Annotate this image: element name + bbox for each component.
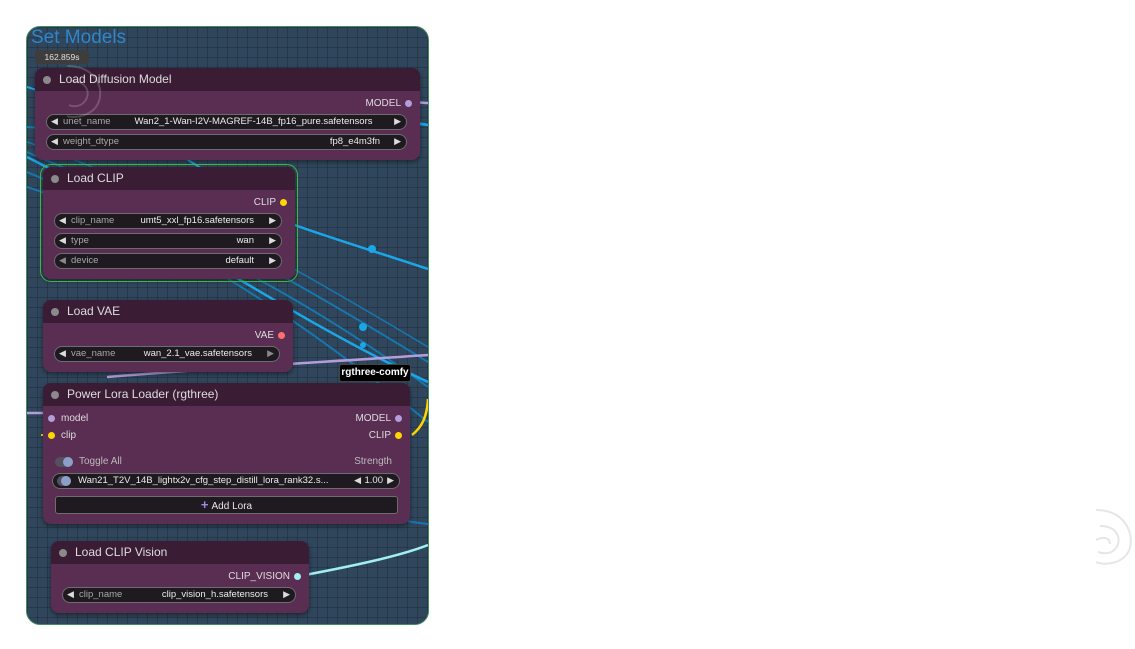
node-header[interactable]: Load VAE — [43, 300, 293, 323]
node-header[interactable]: Load CLIP Vision — [51, 541, 309, 564]
widget-weight-dtype[interactable]: ◀ weight_dtype fp8_e4m3fn ▶ — [46, 134, 407, 150]
input-clip[interactable]: clip — [48, 430, 76, 441]
model-socket-icon[interactable] — [48, 415, 55, 422]
strength-header: Strength — [354, 456, 392, 467]
arrow-right-icon[interactable]: ▶ — [267, 348, 274, 358]
collapse-dot-icon[interactable] — [51, 175, 59, 183]
widget-label: clip_name — [79, 589, 123, 600]
arrow-right-icon[interactable]: ▶ — [387, 475, 394, 485]
arrow-right-icon[interactable]: ▶ — [269, 235, 276, 245]
node-load-clip[interactable]: Load CLIP CLIP ◀ clip_name umt5_xxl_fp16… — [40, 164, 298, 282]
collapse-dot-icon[interactable] — [43, 76, 51, 84]
vae-socket-icon[interactable] — [278, 332, 285, 339]
widget-device[interactable]: ◀ device default ▶ — [54, 253, 282, 269]
arrow-right-icon[interactable]: ▶ — [394, 136, 401, 146]
execution-time-badge: 162.859s — [35, 50, 89, 64]
rgthree-logo-icon — [66, 65, 102, 119]
collapse-dot-icon[interactable] — [51, 308, 59, 316]
arrow-left-icon[interactable]: ◀ — [51, 136, 58, 146]
input-label: clip — [61, 430, 77, 441]
node-source-tooltip: rgthree-comfy — [339, 364, 411, 382]
node-title: Load CLIP — [67, 171, 124, 185]
widget-value: wan — [236, 235, 254, 246]
output-vae[interactable]: VAE — [255, 330, 285, 341]
output-label: MODEL — [355, 413, 391, 424]
add-lora-label: Add Lora — [211, 501, 253, 512]
widget-label: unet_name — [63, 116, 111, 127]
arrow-left-icon[interactable]: ◀ — [59, 348, 66, 358]
output-clip[interactable]: CLIP — [254, 197, 287, 208]
widget-value: wan_2.1_vae.safetensors — [143, 348, 252, 359]
toggle-all-label[interactable]: Toggle All — [79, 456, 122, 467]
widget-value: clip_vision_h.safetensors — [161, 589, 268, 600]
clip-socket-icon[interactable] — [280, 199, 287, 206]
group-title[interactable]: Set Models — [31, 27, 127, 48]
widget-label: device — [71, 255, 99, 266]
arrow-left-icon[interactable]: ◀ — [59, 215, 66, 225]
toggle-all-switch[interactable] — [55, 457, 73, 467]
node-header[interactable]: Load Diffusion Model — [35, 68, 420, 91]
widget-label: vae_name — [71, 348, 116, 359]
widget-unet-name[interactable]: ◀ unet_name Wan2_1-Wan-I2V-MAGREF-14B_fp… — [46, 114, 407, 130]
widget-clip-vision-name[interactable]: ◀ clip_name clip_vision_h.safetensors ▶ — [62, 587, 296, 603]
arrow-right-icon[interactable]: ▶ — [269, 255, 276, 265]
group-set-models[interactable]: Set Models 162.859s Load Diffusion Model… — [26, 26, 429, 625]
arrow-right-icon[interactable]: ▶ — [269, 215, 276, 225]
model-socket-icon[interactable] — [395, 415, 402, 422]
output-model[interactable]: MODEL — [355, 413, 402, 424]
node-title: Load Diffusion Model — [59, 72, 172, 86]
node-title: Load VAE — [67, 304, 121, 318]
node-header[interactable]: Load CLIP — [43, 167, 295, 190]
widget-value: Wan2_1-Wan-I2V-MAGREF-14B_fp16_pure.safe… — [134, 116, 373, 127]
output-label: CLIP_VISION — [228, 571, 290, 582]
node-title: Load CLIP Vision — [75, 545, 168, 559]
lora-name[interactable]: Wan21_T2V_14B_lightx2v_cfg_step_distill_… — [78, 475, 329, 486]
input-label: model — [61, 413, 89, 424]
add-lora-button[interactable]: +Add Lora — [55, 496, 398, 514]
clip-vision-socket-icon[interactable] — [294, 573, 301, 580]
node-title: Power Lora Loader (rgthree) — [67, 387, 219, 401]
plus-icon: + — [200, 497, 209, 512]
clip-socket-icon[interactable] — [48, 432, 55, 439]
output-label: MODEL — [365, 98, 401, 109]
node-load-diffusion-model[interactable]: Load Diffusion Model MODEL ◀ unet_name W… — [35, 68, 420, 160]
output-label: CLIP — [368, 430, 391, 441]
input-model[interactable]: model — [48, 413, 88, 424]
widget-label: type — [71, 235, 89, 246]
widget-clip-name[interactable]: ◀ clip_name umt5_xxl_fp16.safetensors ▶ — [54, 213, 282, 229]
widget-value: default — [225, 255, 254, 266]
node-header[interactable]: Power Lora Loader (rgthree) — [43, 383, 410, 406]
output-label: CLIP — [253, 197, 276, 208]
output-clip-vision[interactable]: CLIP_VISION — [228, 571, 301, 582]
arrow-left-icon[interactable]: ◀ — [67, 589, 74, 599]
arrow-left-icon[interactable]: ◀ — [59, 235, 66, 245]
output-label: VAE — [254, 330, 274, 341]
node-load-vae[interactable]: Load VAE VAE ◀ vae_name wan_2.1_vae.safe… — [43, 300, 293, 372]
lora-row[interactable]: Wan21_T2V_14B_lightx2v_cfg_step_distill_… — [52, 473, 400, 489]
collapse-dot-icon[interactable] — [59, 549, 67, 557]
toggle-knob — [61, 476, 71, 486]
collapse-dot-icon[interactable] — [51, 391, 59, 399]
clip-socket-icon[interactable] — [395, 432, 402, 439]
lora-toggle-switch[interactable] — [57, 476, 71, 486]
widget-type[interactable]: ◀ type wan ▶ — [54, 233, 282, 249]
arrow-left-icon[interactable]: ◀ — [51, 116, 58, 126]
lora-strength-value[interactable]: 1.00 — [364, 475, 384, 486]
widget-vae-name[interactable]: ◀ vae_name wan_2.1_vae.safetensors ▶ — [54, 346, 280, 362]
output-model[interactable]: MODEL — [365, 98, 412, 109]
model-socket-icon[interactable] — [405, 100, 412, 107]
output-clip[interactable]: CLIP — [369, 430, 402, 441]
arrow-right-icon[interactable]: ▶ — [283, 589, 290, 599]
toggle-knob — [63, 457, 73, 467]
node-power-lora-loader[interactable]: Power Lora Loader (rgthree) model clip M… — [43, 383, 410, 524]
arrow-left-icon[interactable]: ◀ — [59, 255, 66, 265]
node-load-clip-vision[interactable]: Load CLIP Vision CLIP_VISION ◀ clip_name… — [51, 541, 309, 613]
arrow-left-icon[interactable]: ◀ — [354, 475, 361, 485]
widget-value: umt5_xxl_fp16.safetensors — [140, 215, 254, 226]
arrow-right-icon[interactable]: ▶ — [394, 116, 401, 126]
widget-label: weight_dtype — [63, 136, 119, 147]
widget-value: fp8_e4m3fn — [329, 136, 380, 147]
widget-label: clip_name — [71, 215, 115, 226]
rgthree-logo-icon — [1095, 509, 1132, 565]
